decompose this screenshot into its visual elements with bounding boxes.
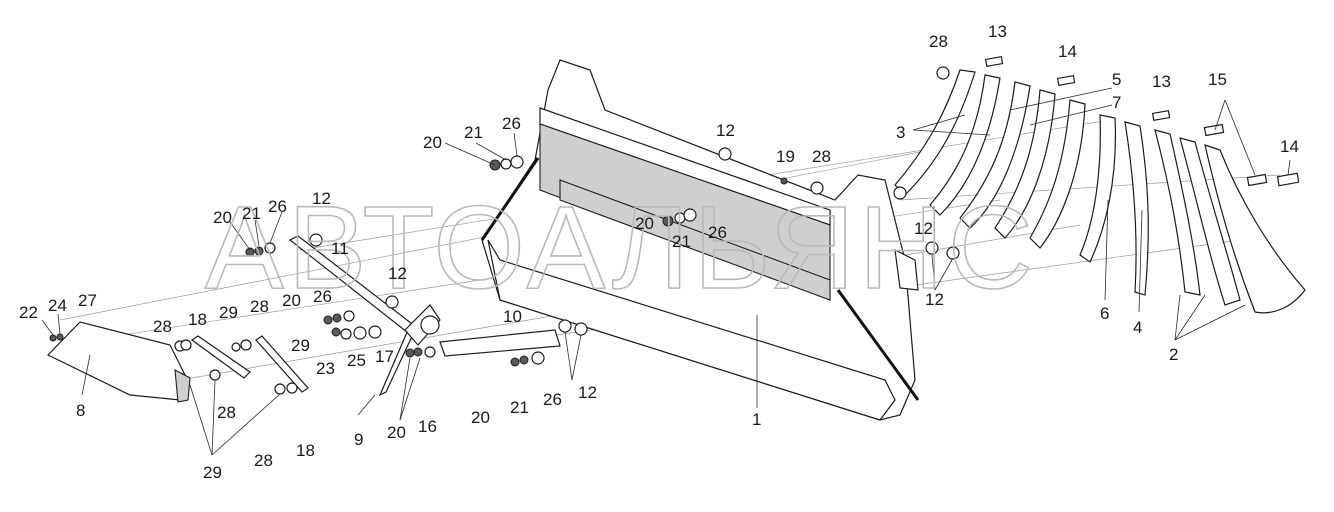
callout-28-top: 28 xyxy=(812,147,831,166)
callout-4: 4 xyxy=(1133,318,1142,337)
callout-12-right-b: 12 xyxy=(925,290,944,309)
callout-12-bottom: 12 xyxy=(578,383,597,402)
callout-21-left: 21 xyxy=(242,204,261,223)
callout-7: 7 xyxy=(1112,93,1121,112)
callout-28-low: 28 xyxy=(217,403,236,422)
callout-29-c: 29 xyxy=(203,463,222,482)
callout-20-bottom: 20 xyxy=(471,408,490,427)
callout-17: 17 xyxy=(375,347,394,366)
callout-26-mid: 26 xyxy=(313,287,332,306)
callout-labels: 1 2 3 4 5 6 7 8 9 10 11 12 12 12 12 12 1… xyxy=(19,22,1299,482)
callout-20-low: 20 xyxy=(387,423,406,442)
callout-19: 19 xyxy=(776,147,795,166)
callout-29-a: 29 xyxy=(219,303,238,322)
callout-18-a: 18 xyxy=(188,310,207,329)
callout-22: 22 xyxy=(19,303,38,322)
curved-fins-set xyxy=(894,69,1306,314)
callout-14-b: 14 xyxy=(1280,137,1299,156)
callout-26-bottom: 26 xyxy=(543,390,562,409)
callout-15: 15 xyxy=(1208,70,1227,89)
callout-11: 11 xyxy=(331,239,349,258)
callout-26-top: 26 xyxy=(502,114,521,133)
callout-21-bottom: 21 xyxy=(510,398,529,417)
callout-3: 3 xyxy=(896,123,905,142)
callout-21-top: 21 xyxy=(464,123,483,142)
callout-28-mid: 28 xyxy=(250,297,269,316)
callout-28-left: 28 xyxy=(153,317,172,336)
left-end-plate-part-8 xyxy=(46,321,191,403)
callout-18-b: 18 xyxy=(296,441,315,460)
callout-27: 27 xyxy=(78,291,97,310)
callout-12-mid: 12 xyxy=(388,264,407,283)
watermark-text: АВТОАЛЬЯНС xyxy=(205,182,1037,314)
callout-10: 10 xyxy=(503,307,522,326)
bolts xyxy=(984,55,1300,187)
callout-25: 25 xyxy=(347,351,366,370)
callout-26-center: 26 xyxy=(708,223,727,242)
callout-28-top-right: 28 xyxy=(929,32,948,51)
callout-13-a: 13 xyxy=(988,22,1007,41)
callout-12-right-a: 12 xyxy=(914,219,933,238)
callout-2: 2 xyxy=(1169,345,1178,364)
callout-20-top: 20 xyxy=(423,133,442,152)
callout-5: 5 xyxy=(1112,70,1121,89)
callout-20-left: 20 xyxy=(213,208,232,227)
leader-lines xyxy=(41,87,1291,456)
callout-14-a: 14 xyxy=(1058,42,1077,61)
callout-20-center: 20 xyxy=(635,214,654,233)
callout-26-left: 26 xyxy=(268,197,287,216)
callout-6: 6 xyxy=(1100,304,1109,323)
callout-12-top: 12 xyxy=(716,121,735,140)
callout-13-b: 13 xyxy=(1152,72,1171,91)
rods-and-brackets xyxy=(190,235,561,397)
callout-9: 9 xyxy=(354,430,363,449)
callout-23: 23 xyxy=(316,359,335,378)
callout-20-mid: 20 xyxy=(282,291,301,310)
callout-12-left-rod: 12 xyxy=(312,189,331,208)
fasteners xyxy=(49,66,960,395)
callout-28-bottom: 28 xyxy=(254,451,273,470)
callout-29-b: 29 xyxy=(291,336,310,355)
callout-1: 1 xyxy=(752,410,761,429)
callout-8: 8 xyxy=(76,401,85,420)
callout-24: 24 xyxy=(48,296,67,315)
callout-16: 16 xyxy=(418,417,437,436)
callout-21-center: 21 xyxy=(672,232,691,251)
